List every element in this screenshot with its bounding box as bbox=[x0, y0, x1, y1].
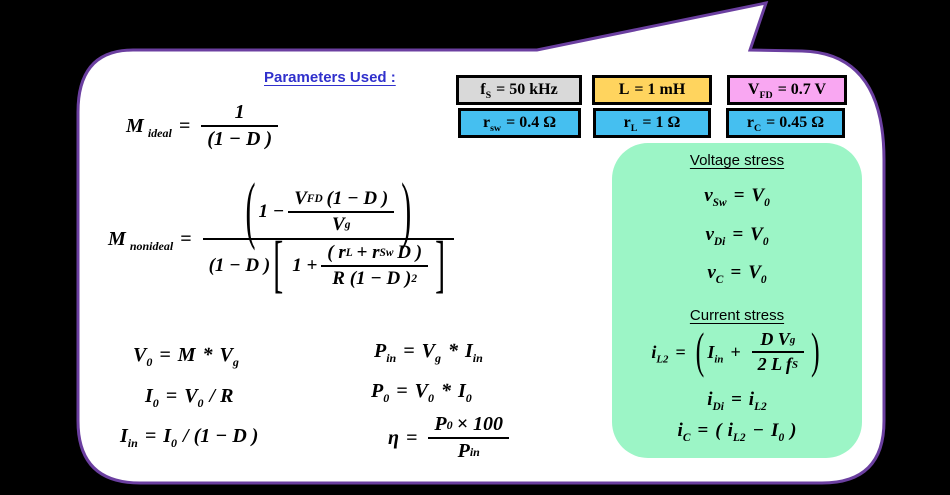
param-vfd-symbol: VFD bbox=[747, 81, 773, 102]
param-l-value: = 1 mH bbox=[634, 81, 686, 98]
param-box-rc: rC = 0.45 Ω bbox=[726, 108, 845, 138]
parameters-title: Parameters Used : bbox=[264, 69, 396, 86]
param-box-rsw: rsw = 0.4 Ω bbox=[458, 108, 581, 138]
param-box-l: L = 1 mH bbox=[592, 75, 712, 105]
equals-sign: = bbox=[165, 385, 178, 407]
equals-sign: = bbox=[675, 341, 686, 362]
param-fs-symbol: fS bbox=[480, 81, 492, 102]
formula-vc: vC = V0 bbox=[707, 262, 767, 286]
formula-iin: Iin = I0 / (1 − D ) bbox=[120, 425, 259, 450]
plus-sign: + bbox=[730, 341, 741, 362]
big-paren-open: ( bbox=[245, 169, 256, 252]
formula-i0: I0 = V0 / R bbox=[145, 385, 234, 410]
equals-sign: = bbox=[178, 114, 191, 137]
formula-idi: iDi = iL2 bbox=[707, 389, 767, 413]
param-vfd-value: = 0.7 V bbox=[777, 81, 827, 98]
big-paren-close: ) bbox=[401, 169, 412, 252]
voltage-stress-title: Voltage stress bbox=[689, 152, 785, 169]
equals-sign: = bbox=[403, 340, 415, 362]
equals-sign: = bbox=[396, 380, 408, 402]
equals-sign: = bbox=[732, 224, 744, 245]
param-box-fs: fS = 50 kHz bbox=[456, 75, 582, 105]
m-ideal-lhs: M ideal bbox=[126, 114, 172, 140]
param-rsw-value: = 0.4 Ω bbox=[506, 114, 557, 131]
multiply-sign: * bbox=[440, 380, 451, 402]
m-ideal-fraction: 1 (1 − D ) bbox=[201, 100, 279, 152]
param-rl-value: = 1 Ω bbox=[642, 114, 681, 131]
param-rc-symbol: rC bbox=[746, 114, 762, 135]
paren-open: ( bbox=[715, 420, 722, 441]
param-box-rl: rL = 1 Ω bbox=[593, 108, 711, 138]
param-fs-value: = 50 kHz bbox=[496, 81, 558, 98]
formula-vdi: vDi = V0 bbox=[705, 224, 769, 248]
multiply-sign: * bbox=[202, 344, 213, 366]
big-paren-close: ) bbox=[810, 323, 820, 379]
param-box-vfd: VFD = 0.7 V bbox=[727, 75, 847, 105]
paren-close: ) bbox=[790, 420, 797, 441]
formula-m-ideal: M ideal = 1 (1 − D ) bbox=[126, 100, 282, 152]
param-rc-value: = 0.45 Ω bbox=[766, 114, 825, 131]
minus-sign: − bbox=[752, 420, 765, 441]
big-bracket-open: [ bbox=[273, 230, 284, 300]
formula-p0: P0 = V0 * I0 bbox=[371, 380, 472, 405]
equals-sign: = bbox=[733, 185, 745, 206]
equals-sign: = bbox=[730, 262, 742, 283]
formula-v0: V0 = M * Vg bbox=[133, 344, 239, 369]
equals-sign: = bbox=[159, 344, 171, 366]
equals-sign: = bbox=[697, 420, 709, 441]
big-bracket-close: ] bbox=[435, 230, 446, 300]
param-l-symbol: L bbox=[618, 81, 630, 98]
multiply-sign: * bbox=[447, 340, 458, 362]
eta-symbol: η bbox=[388, 426, 399, 449]
formula-vsw: vSw = V0 bbox=[704, 185, 770, 209]
m-nonideal-lhs: M nonideal bbox=[108, 227, 174, 253]
formula-pin: Pin = Vg * Iin bbox=[374, 340, 483, 365]
param-rsw-symbol: rsw bbox=[482, 114, 502, 135]
current-stress-title: Current stress bbox=[689, 307, 785, 324]
formula-ic: iC = ( iL2 − I0 ) bbox=[677, 420, 797, 444]
param-rl-symbol: rL bbox=[623, 114, 638, 135]
equals-sign: = bbox=[180, 227, 192, 250]
equals-sign: = bbox=[405, 426, 418, 449]
equals-sign: = bbox=[730, 389, 742, 410]
equals-sign: = bbox=[144, 425, 157, 447]
big-paren-open: ( bbox=[695, 323, 705, 379]
stress-panel bbox=[612, 143, 862, 458]
